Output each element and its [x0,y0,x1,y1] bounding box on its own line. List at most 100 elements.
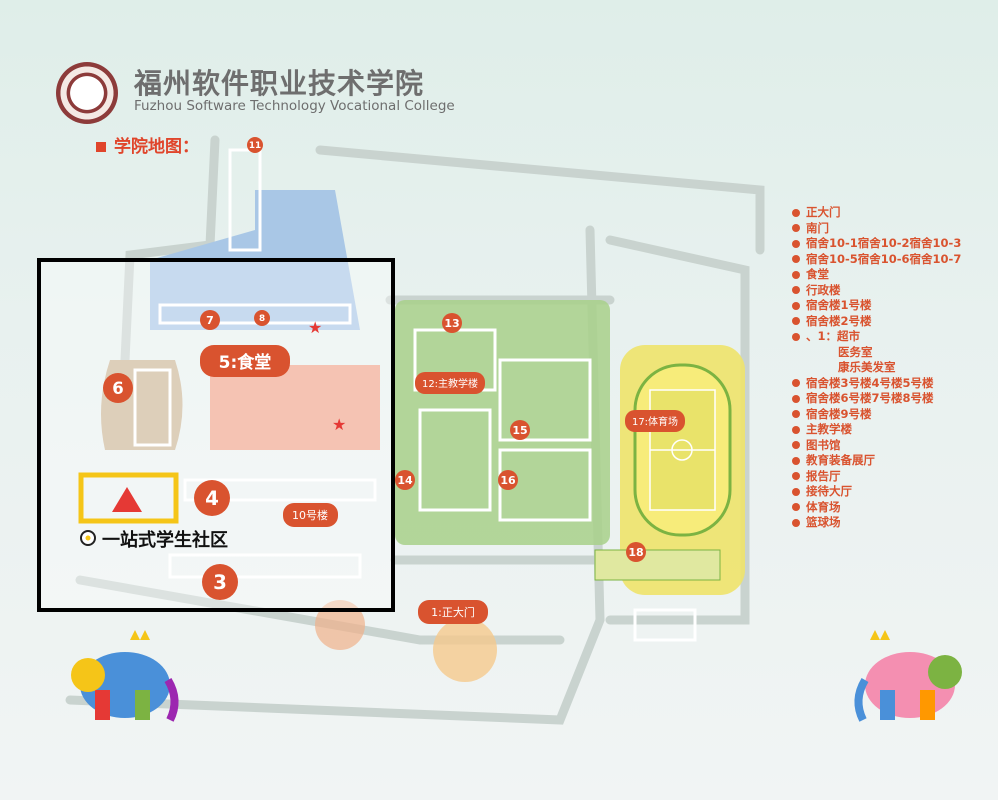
legend-number-icon [792,224,800,232]
basketball-courts [594,549,721,581]
marker-circle [498,470,518,490]
legend-label: 宿舍楼2号楼 [806,313,872,328]
legend-number-icon [792,332,800,341]
legend-label: 体育场 [806,499,841,514]
legend-label: 宿舍楼9号楼 [806,406,872,421]
label-main-gate[interactable]: 1:正大门 [418,600,488,624]
legend-label: 医务室 [838,344,873,359]
south-gate-zone [315,600,365,650]
legend-item: 主教学楼 [792,422,961,438]
label-canteen[interactable]: 5:食堂 [200,345,290,377]
legend-item: 接待大厅 [792,484,961,500]
map-marker-3[interactable]: 3 [202,564,238,600]
legend-number-icon [792,208,800,217]
marker-circle [103,373,133,403]
marker-circle [202,564,238,600]
marker-number: 7 [206,314,214,327]
star-icon: ★ [332,415,346,434]
svg-text:17:体育场: 17:体育场 [632,415,678,428]
college-title: 福州软件职业技术学院 [134,67,425,100]
legend-item: 宿舍楼2号楼 [792,314,961,330]
community-label: 一站式学生社区 [102,529,228,551]
legend-label: 图书馆 [806,437,841,452]
marker-circle [510,420,530,440]
elephant-mascot-left [71,630,179,722]
legend-label: 接待大厅 [806,484,852,498]
legend-label: 宿舍10-1宿舍10-2宿舍10-3 [806,236,962,250]
legend-item: 宿舍楼1号楼 [792,298,961,314]
marker-circle [395,470,415,490]
map-marker-11[interactable]: 11 [247,137,263,153]
canteen-zone [210,365,380,450]
marker-number: 13 [444,317,459,330]
legend-item: 食堂 [792,267,961,283]
marker-circle [254,310,270,326]
label-teaching[interactable]: 12:主教学楼 [415,372,485,394]
college-subtitle: Fuzhou Software Technology Vocational Co… [134,98,455,114]
main-gate-zone [433,618,497,682]
map-heading-text: 学院地图： [114,137,199,157]
legend-number-icon [792,255,800,263]
legend-number-icon [792,317,800,325]
marker-number: 14 [397,474,413,487]
legend-label: 食堂 [806,267,829,281]
legend-label: 行政楼 [806,282,841,297]
legend-item: 宿舍10-1宿舍10-2宿舍10-3 [792,236,961,252]
elephant-mascot-right [854,630,962,722]
legend-item: 正大门 [792,205,961,221]
marker-number: 8 [259,314,265,324]
legend-item: 宿舍楼3号楼4号楼5号楼 [792,376,961,392]
location-pin-icon [80,530,96,546]
map-marker-4[interactable]: 4 [194,480,230,516]
marker-number: 11 [249,141,261,151]
map-heading: 学院地图： [96,132,199,157]
map-marker-14[interactable]: 14 [395,470,415,490]
label-stadium[interactable]: 17:体育场 [625,410,685,432]
map-marker-18[interactable]: 18 [626,542,646,562]
label-dorm-10[interactable]: 10号楼 [283,503,338,527]
focus-inset-box [37,258,395,612]
legend-item: 宿舍楼6号楼7号楼8号楼 [792,391,961,407]
svg-text:5:食堂: 5:食堂 [219,352,272,373]
marker-number: 4 [205,487,219,510]
map-marker-16[interactable]: 16 [498,470,518,490]
legend-number-icon [792,425,800,434]
marker-number: 6 [112,379,123,398]
map-marker-8[interactable]: 8 [254,310,270,326]
legend-label: 南门 [806,220,829,235]
legend-label: 篮球场 [806,515,841,529]
legend-number-icon [792,472,800,480]
community-highlight-box [78,472,179,524]
svg-text:12:主教学楼: 12:主教学楼 [422,377,478,390]
legend-label: 主教学楼 [806,422,852,436]
map-marker-15[interactable]: 15 [510,420,530,440]
legend-item: 南门 [792,221,961,237]
legend-number-icon [792,518,800,527]
marker-circle [200,310,220,330]
legend-item: 教育装备展厅 [792,453,961,469]
marker-circle [247,137,263,153]
legend-number-icon [792,286,800,294]
legend-item: 篮球场 [792,515,961,531]
marker-number: 3 [213,571,227,594]
legend-number-icon [792,410,800,418]
legend-item: 行政楼 [792,283,961,299]
legend-label: 宿舍楼3号楼4号楼5号楼 [806,375,934,390]
teaching-zone-green [395,300,610,545]
map-marker-6[interactable]: 6 [103,373,133,403]
map-marker-7[interactable]: 7 [200,310,220,330]
legend-number-icon [792,441,800,449]
legend-label: 教育装备展厅 [806,453,875,467]
legend-number-icon [792,394,800,403]
legend-label: 宿舍楼6号楼7号楼8号楼 [806,391,934,405]
legend-label: 宿舍楼1号楼 [806,298,872,312]
legend-number-icon [792,487,800,496]
marker-circle [442,313,462,333]
map-marker-13[interactable]: 13 [442,313,462,333]
svg-text:1:正大门: 1:正大门 [431,605,475,619]
star-icon: ★ [308,318,322,337]
marker-circle [194,480,230,516]
legend-number-icon [792,270,800,279]
legend-item: 康乐美发室 [792,360,961,376]
